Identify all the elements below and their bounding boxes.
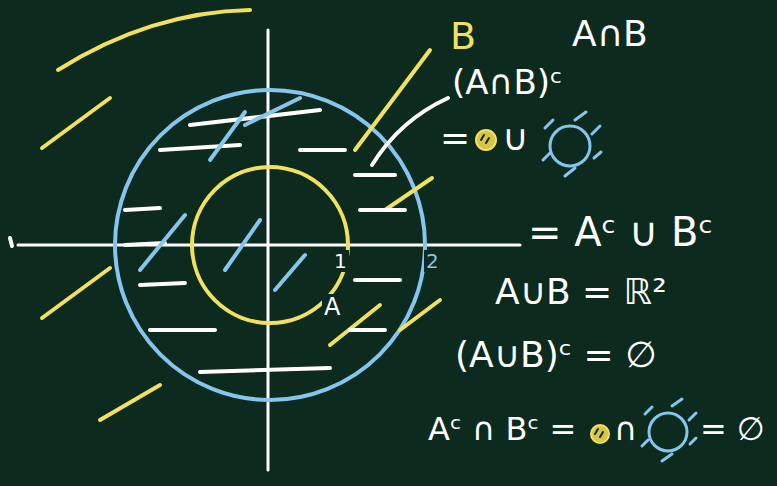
set-equation: A∪B = ℝ² [495, 272, 667, 312]
axis-number: 2 [424, 250, 441, 272]
set-equation: = ∅ [700, 412, 765, 447]
set-expression: A∩B [572, 14, 648, 54]
set-equation: Aᶜ ∩ Bᶜ = [428, 412, 576, 447]
equals-sign: = [440, 118, 470, 158]
set-name: A [322, 294, 342, 320]
union-sign: ∪ [502, 118, 528, 158]
set-name: B [450, 16, 476, 58]
set-equation: = Aᶜ ∪ Bᶜ [528, 210, 713, 254]
intersection-sign: ∩ [614, 412, 637, 447]
axis-number: 1 [332, 250, 349, 272]
set-expression: (A∩B)ᶜ [452, 64, 563, 101]
set-equation: (A∪B)ᶜ = ∅ [455, 335, 657, 375]
